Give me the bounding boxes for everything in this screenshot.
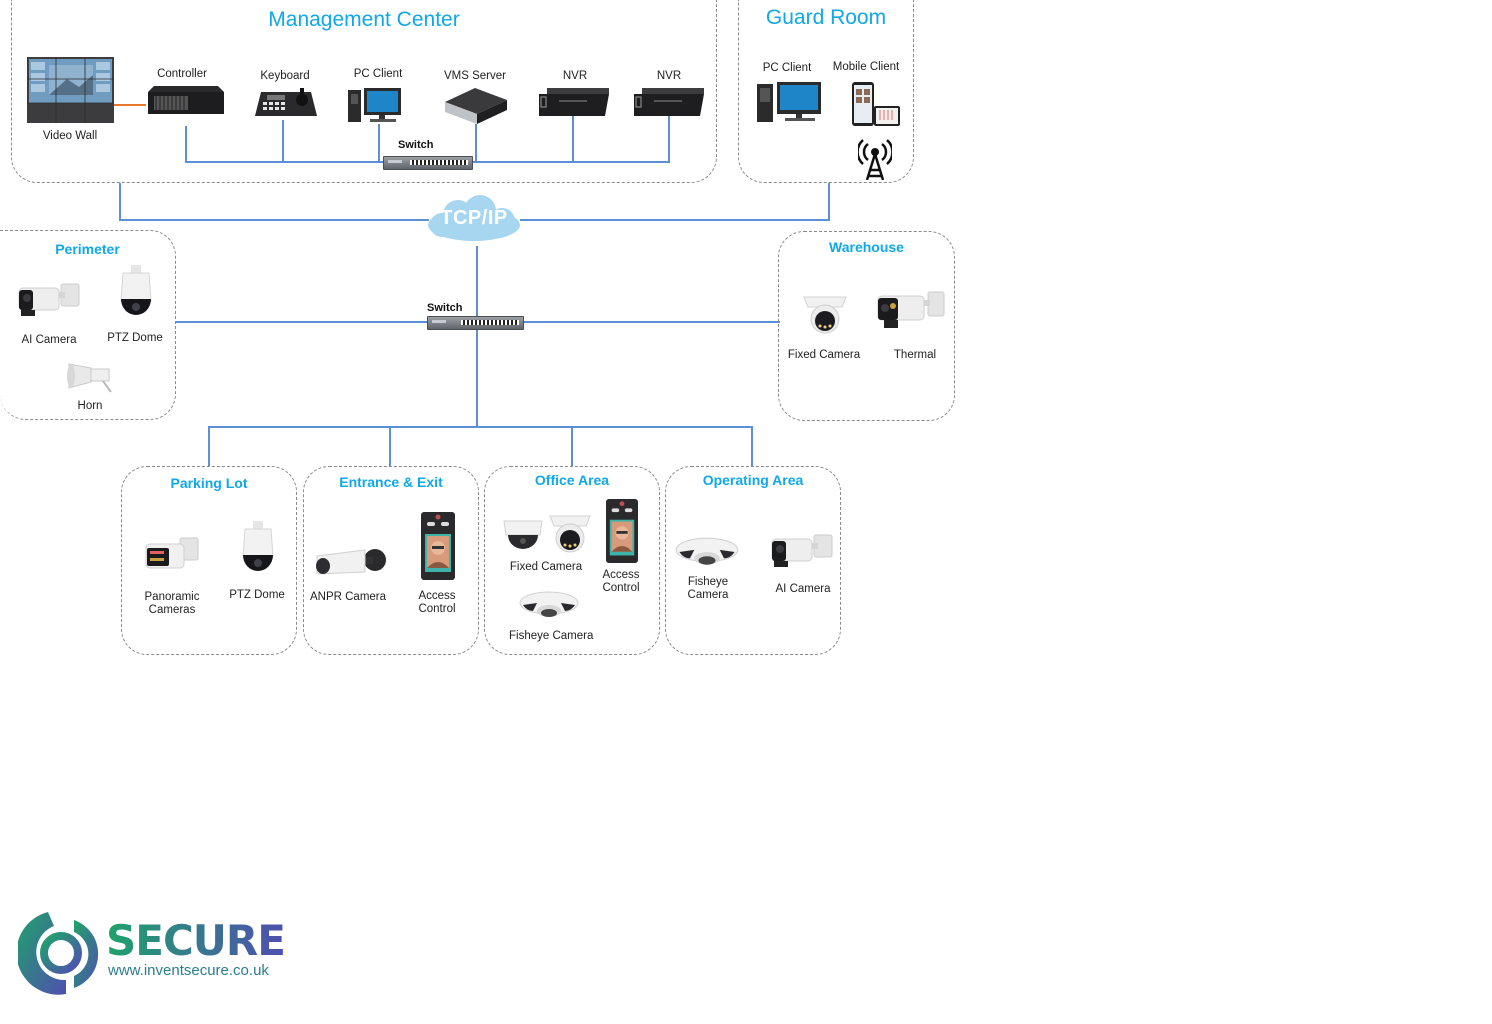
guard-cloud-link [520,219,830,221]
anpr-camera-icon [315,546,387,580]
zone-title: Operating Area [702,472,804,488]
nvr-icon [539,88,609,116]
device-label: Fisheye [687,576,729,588]
device-label: NVR [562,70,588,82]
ptz-dome-icon [117,265,155,323]
vms-server-icon [445,88,507,124]
zone-office-area: Office Area [484,466,660,655]
guard-uplink [828,183,830,221]
device-label: PTZ Dome [107,332,163,344]
zone-operating-area: Operating Area [665,466,841,655]
zone-perimeter: Perimeter [0,230,176,420]
logo-mark-icon [18,912,99,995]
mc-uplink [119,183,121,221]
brand-logo: SECURE www.inventsecure.co.uk [18,908,298,1000]
device-label: AI Camera [21,334,77,346]
zone-parking-lot: Parking Lot [121,466,297,655]
bullet-camera-icon [770,532,834,572]
zone-title: Office Area [534,472,610,488]
cloud-switch-link [476,246,478,426]
device-label: Cameras [148,604,196,616]
device-label: Mobile Client [832,61,900,73]
device-label: Control [418,603,456,615]
dome-camera-icon [502,515,544,551]
zone-title: Perimeter [55,241,120,257]
device-label: Camera [687,589,729,601]
thermal-camera-icon [876,290,946,334]
operating-link [751,426,753,466]
video-wall-icon [27,57,114,123]
device-label: AI Camera [775,583,831,595]
fisheye-camera-icon [519,589,579,621]
zone-guard-room: Guard Room [738,0,914,183]
horn-speaker-icon [65,358,115,394]
device-label: Fixed Camera [787,349,861,361]
device-label: ANPR Camera [309,591,387,603]
device-label: PC Client [353,68,403,80]
device-label: Access [418,590,456,602]
videowall-controller-link [114,104,146,106]
mc-pc-link [378,124,380,163]
office-link [571,426,573,466]
turret-camera-icon [802,293,848,335]
entrance-link [389,426,391,466]
brand-name: SECURE [106,916,286,965]
device-label: Fixed Camera [509,561,583,573]
turret-camera-icon [548,512,592,554]
bottom-bus-link [208,426,753,428]
controller-icon [148,86,224,116]
perimeter-link [175,321,430,323]
network-label: TCP/IP [440,207,508,229]
access-control-icon [421,512,455,580]
device-label: NVR [656,70,682,82]
zone-title: Warehouse [829,239,904,255]
device-label: PTZ Dome [229,589,285,601]
wireless-tower-icon [856,138,894,181]
device-label: Panoramic [144,591,200,603]
mobile-client-icon [850,82,902,128]
device-label: Fisheye Camera [509,630,594,642]
mc-nvr1-link [572,116,574,163]
warehouse-link [522,321,780,323]
keyboard-icon [255,88,317,118]
mc-cloud-link [119,219,429,221]
pc-client-icon [757,82,829,124]
zone-management-center: Management Center [11,0,717,183]
device-label: Video Wall [42,130,98,142]
switch-label: Switch [427,302,463,314]
zone-title: Management Center [268,8,460,31]
device-label: VMS Server [444,70,506,82]
tcp-ip-cloud-icon: TCP/IP [422,195,526,245]
pc-client-icon [348,88,406,124]
mc-vms-link [475,124,477,163]
zone-title: Guard Room [765,6,887,29]
device-label: Controller [157,68,207,80]
device-label: Horn [77,400,103,412]
device-label: PC Client [762,62,812,74]
device-label: Keyboard [260,70,310,82]
fisheye-camera-icon [675,535,739,569]
zone-entrance-exit: Entrance & Exit [303,466,479,655]
parking-link [208,426,210,466]
switch-icon [383,156,473,170]
device-label: Access [602,569,640,581]
device-label: Thermal [893,349,937,361]
device-label: Control [602,582,640,594]
access-control-icon [606,497,638,565]
ptz-dome-icon [239,521,277,579]
switch-label: Switch [398,139,434,151]
bullet-camera-icon [17,282,81,320]
brand-url[interactable]: www.inventsecure.co.uk [108,962,269,979]
zone-title: Entrance & Exit [339,474,443,490]
mc-keyboard-link [282,120,284,163]
mc-nvr2-link [668,116,670,163]
mc-controller-link [185,126,187,163]
zone-title: Parking Lot [170,475,248,491]
panoramic-camera-icon [144,536,200,572]
zone-warehouse: Warehouse [778,231,955,421]
core-switch-icon [427,316,524,330]
nvr-icon [634,88,704,116]
